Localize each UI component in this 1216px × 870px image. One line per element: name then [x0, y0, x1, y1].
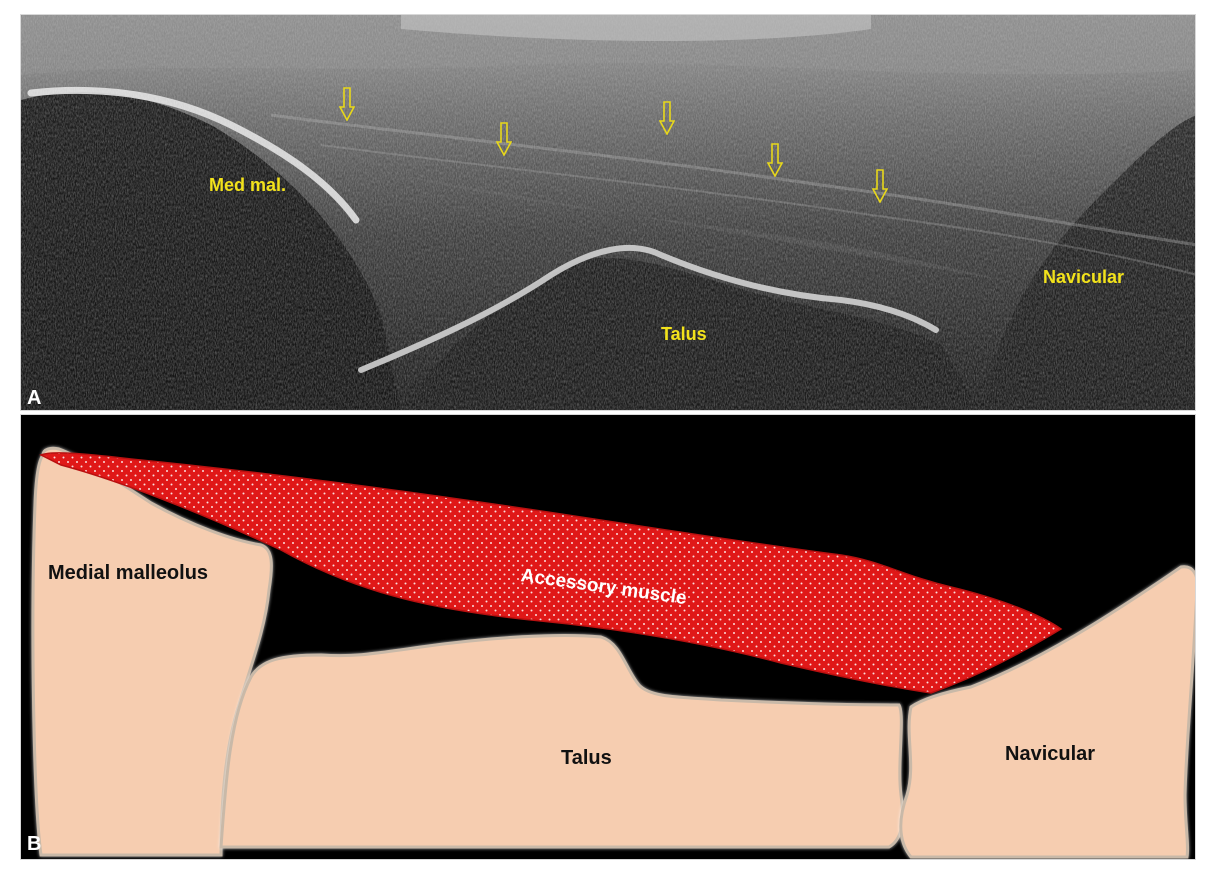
schematic-drawing — [21, 415, 1196, 860]
speckle-texture — [21, 15, 1196, 411]
arrow-down-icon — [872, 169, 888, 203]
arrow-down-icon — [496, 122, 512, 156]
ultrasound-panel: Med mal. Talus Navicular A — [20, 14, 1196, 411]
arrow-down-icon — [339, 87, 355, 121]
panel-letter-a: A — [27, 387, 41, 410]
label-talus-schematic: Talus — [561, 747, 612, 770]
label-talus-ultrasound: Talus — [661, 324, 707, 345]
schematic-panel: Medial malleolus Talus Navicular Accesso… — [20, 414, 1196, 860]
ultrasound-image — [21, 15, 1196, 411]
arrow-down-icon — [659, 101, 675, 135]
arrow-down-icon — [767, 143, 783, 177]
label-navicular-schematic: Navicular — [1005, 743, 1095, 766]
label-navicular-ultrasound: Navicular — [1043, 267, 1124, 288]
label-medial-malleolus: Medial malleolus — [48, 562, 208, 585]
panel-letter-b: B — [27, 833, 41, 856]
label-med-mal: Med mal. — [209, 175, 286, 196]
